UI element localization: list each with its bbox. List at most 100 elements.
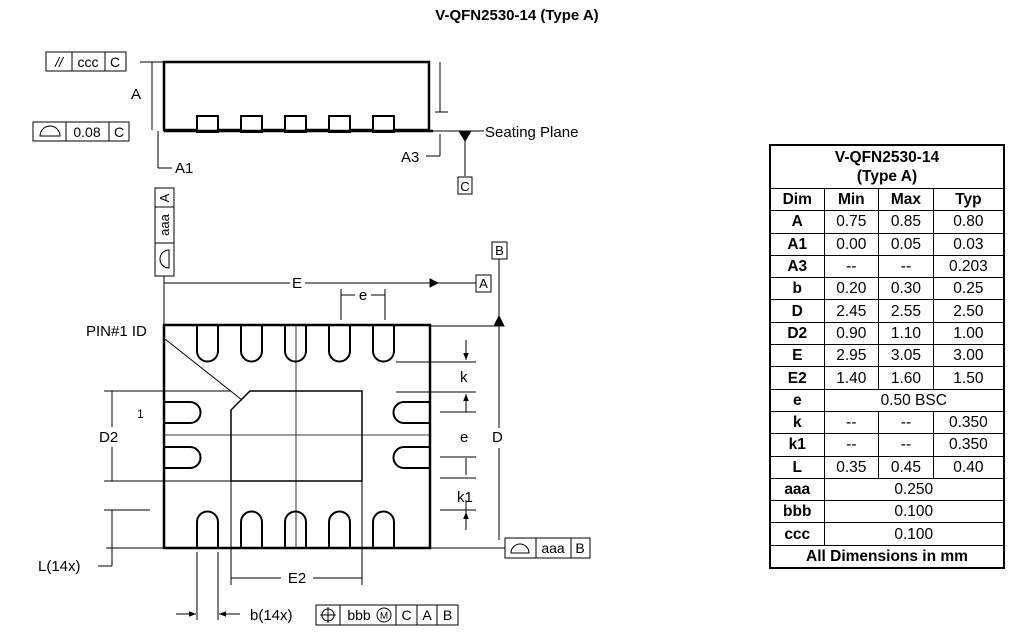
flatness-frame: // ccc C	[45, 51, 127, 72]
svg-text:C: C	[401, 607, 411, 623]
table-title-line1: V-QFN2530-14	[834, 149, 940, 166]
table-cell-dim: ccc	[769, 522, 825, 546]
profile-icon	[39, 125, 61, 137]
table-cell-max: 0.45	[878, 455, 934, 479]
table-cell-typ: 0.203	[932, 254, 1005, 279]
table-cell-max: --	[878, 410, 934, 435]
pin1-number: 1	[137, 407, 144, 421]
column-header: Dim	[769, 187, 825, 212]
flatness-symbol: //	[54, 54, 65, 70]
svg-text:bbb: bbb	[347, 607, 371, 623]
svg-text:B: B	[443, 607, 452, 623]
table-cell-dim: bbb	[769, 500, 825, 524]
svg-text:C: C	[460, 179, 469, 194]
column-header: Typ	[932, 187, 1005, 212]
table-cell-span: 0.100	[823, 500, 1005, 524]
table-cell-min: 2.45	[823, 299, 880, 323]
dim-label-e-right: e	[460, 429, 468, 446]
table-cell-span: 0.250	[823, 477, 1005, 502]
exposed-pad	[230, 390, 363, 482]
svg-text:A: A	[157, 193, 172, 202]
dim-label-E2: E2	[288, 570, 306, 587]
column-header: Min	[823, 187, 880, 212]
table-cell-max: 0.05	[878, 232, 934, 256]
table-cell-min: 0.20	[823, 277, 880, 301]
table-cell-typ: 0.350	[932, 433, 1005, 457]
profile-icon	[159, 249, 170, 269]
aaa-horizontal-frame: aaa B	[504, 537, 591, 559]
svg-text:C: C	[114, 124, 124, 140]
side-terminals	[196, 115, 395, 133]
table-cell-dim: b	[769, 277, 825, 301]
position-icon	[320, 607, 336, 623]
table-cell-dim: L	[769, 455, 825, 479]
table-cell-typ: 3.00	[932, 344, 1005, 368]
table-cell-dim: E2	[769, 366, 825, 390]
svg-text:B: B	[495, 243, 504, 258]
side-view	[140, 60, 484, 176]
svg-text:aaa: aaa	[157, 213, 172, 235]
top-view	[98, 259, 510, 620]
position-tolerance-frame: bbb M C A B	[315, 604, 459, 626]
table-cell-max: 0.30	[878, 277, 934, 301]
table-cell-typ: 0.25	[932, 277, 1005, 301]
table-cell-max: --	[878, 254, 934, 279]
table-cell-min: 1.40	[823, 366, 880, 390]
dim-label-k: k	[460, 369, 468, 386]
table-cell-typ: 2.50	[932, 299, 1005, 323]
column-header: Max	[878, 187, 934, 212]
package-body	[162, 323, 432, 550]
table-cell-dim: A3	[769, 254, 825, 279]
coplanarity-frame: 0.08 C	[32, 121, 130, 142]
table-cell-max: 1.10	[878, 321, 934, 346]
table-title-line2: (Type A)	[856, 168, 918, 185]
table-cell-min: 0.75	[823, 210, 880, 234]
table-cell-min: --	[823, 254, 880, 279]
datum-a-box: A	[475, 274, 492, 293]
svg-text:ccc: ccc	[78, 54, 99, 70]
dim-label-A1: A1	[175, 160, 193, 177]
table-cell-dim: E	[769, 344, 825, 368]
table-cell-min: 0.00	[823, 232, 880, 256]
dim-label-A: A	[131, 86, 141, 103]
datum-c-box: C	[457, 176, 473, 195]
table-cell-dim: aaa	[769, 477, 825, 502]
table-title-row: V-QFN2530-14 (Type A)	[769, 144, 1005, 189]
dim-label-e-top: e	[359, 287, 367, 304]
svg-text:B: B	[575, 540, 584, 556]
table-cell-max: 2.55	[878, 299, 934, 323]
table-cell-typ: 1.00	[932, 321, 1005, 346]
table-cell-dim: A1	[769, 232, 825, 256]
table-cell-dim: D	[769, 299, 825, 323]
table-row: k----0.350	[769, 410, 1005, 435]
profile-icon	[510, 543, 530, 554]
table-cell-dim: A	[769, 210, 825, 234]
dim-label-A3: A3	[401, 149, 419, 166]
table-cell-span: 0.100	[823, 522, 1005, 546]
svg-text:A: A	[422, 607, 432, 623]
svg-text:0.08: 0.08	[73, 124, 100, 140]
table-cell-dim: D2	[769, 321, 825, 346]
table-cell-min: 0.35	[823, 455, 880, 479]
table-cell-max: 0.85	[878, 210, 934, 234]
table-cell-typ: 0.350	[932, 410, 1005, 435]
mmc-modifier-icon	[376, 607, 392, 623]
table-cell-min: --	[823, 433, 880, 457]
drawing-title: V-QFN2530-14 (Type A)	[435, 7, 598, 24]
svg-text:A: A	[479, 276, 488, 291]
table-cell-max: 3.05	[878, 344, 934, 368]
table-cell-typ: 0.80	[932, 210, 1005, 234]
table-cell-dim: k1	[769, 433, 825, 457]
